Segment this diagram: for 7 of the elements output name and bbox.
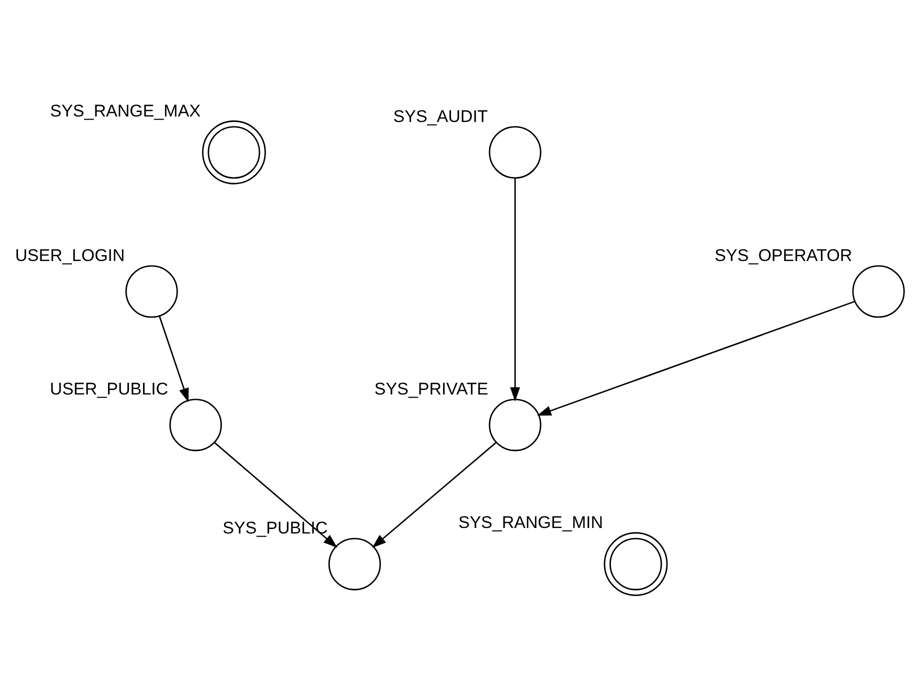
node-label: SYS_OPERATOR	[714, 246, 852, 265]
node-label: SYS_RANGE_MIN	[458, 512, 604, 532]
node-label: SYS_RANGE_MAX	[50, 100, 201, 120]
node-label: SYS_AUDIT	[393, 106, 488, 126]
node-label: USER_LOGIN	[15, 246, 125, 265]
node-label: USER_PUBLIC	[50, 379, 168, 398]
node-label: SYS_PRIVATE	[374, 379, 488, 398]
